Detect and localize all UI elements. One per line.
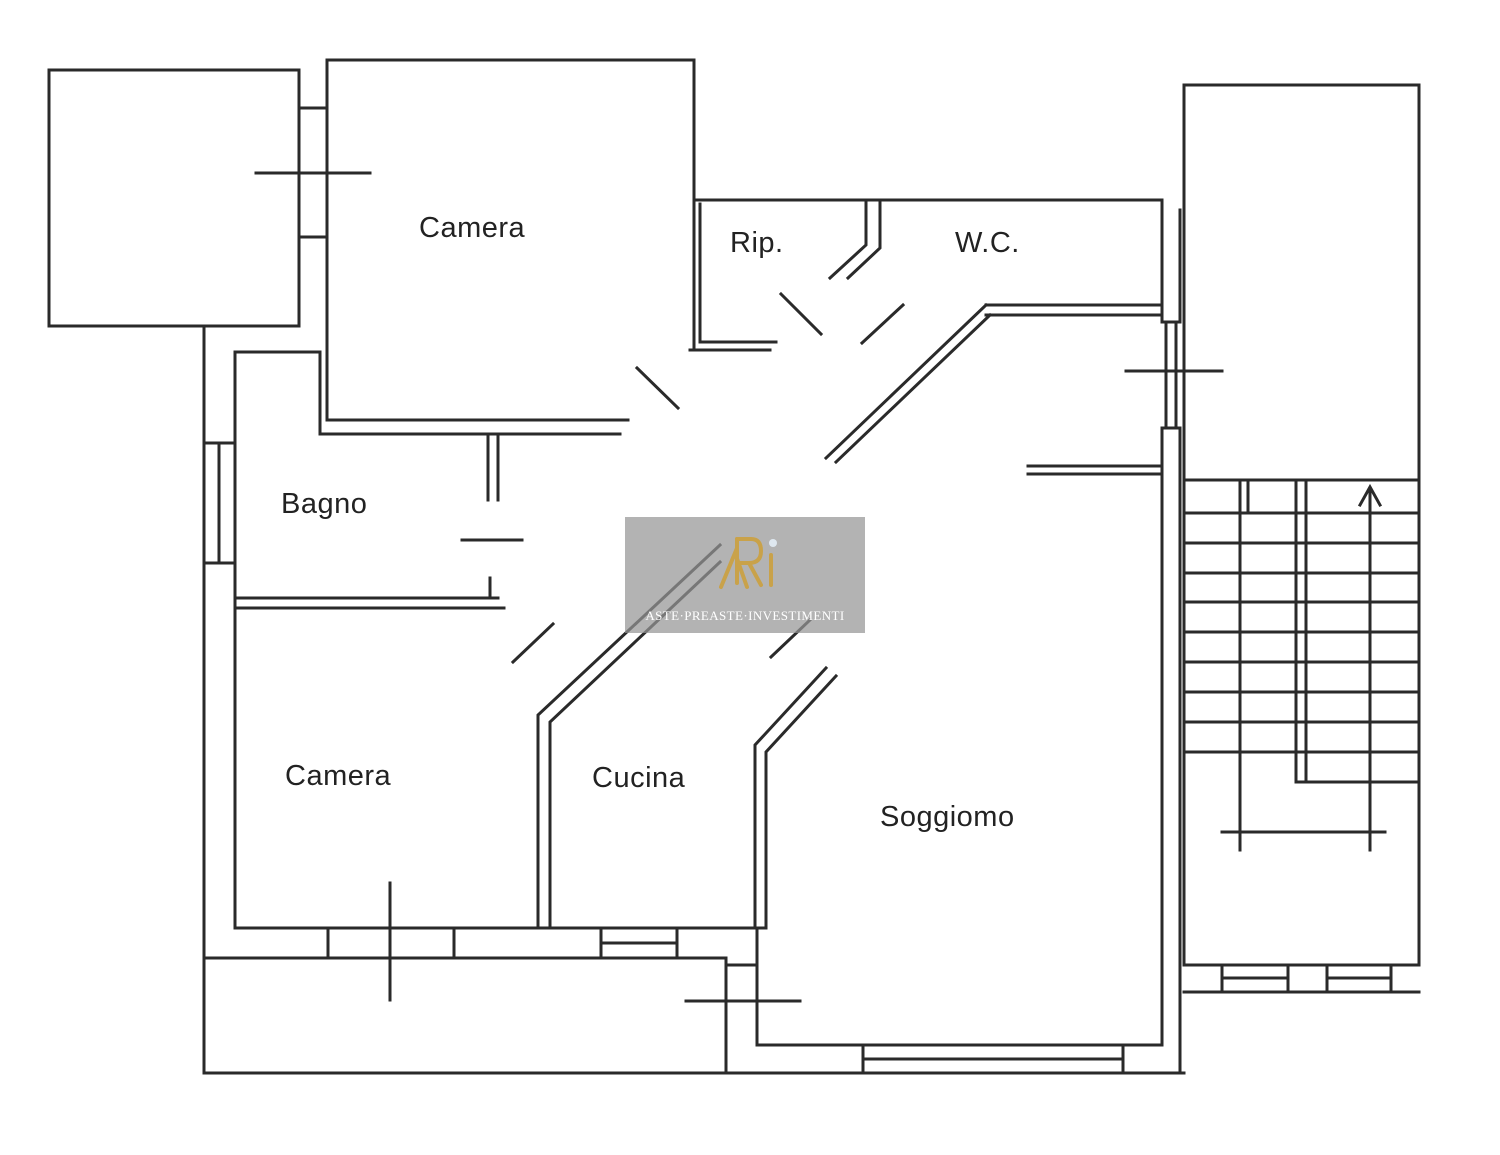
room-label-wc: W.C. — [955, 227, 1020, 259]
wall-camera-top-inner — [318, 350, 622, 436]
wall-soggiorno — [755, 926, 1164, 1047]
room-label-soggiorno: Soggiomo — [880, 801, 1015, 833]
wall-rip — [698, 202, 778, 344]
wall-diagonal — [823, 302, 989, 461]
wall-diagonal — [833, 312, 993, 465]
api-monogram-logo-icon — [719, 537, 777, 589]
room-label-camera-bottom: Camera — [285, 760, 392, 792]
room-label-ripostiglio: Rip. — [730, 227, 784, 259]
balcony-top-left — [47, 68, 301, 328]
door-swing — [859, 302, 906, 346]
room-label-camera-top: Camera — [419, 212, 526, 244]
wall-cucina — [764, 673, 839, 930]
watermark-tagline: ASTE·PREASTE·INVESTIMENTI — [645, 608, 845, 623]
room-label-bagno: Bagno — [281, 488, 368, 520]
watermark: ASTE·PREASTE·INVESTIMENTI — [625, 517, 865, 633]
stair-arrow-head — [1357, 483, 1383, 508]
wall-camera-top — [325, 58, 696, 352]
wall-rip-wc — [827, 198, 868, 281]
wall-camera-top — [325, 58, 630, 422]
stairwell — [1182, 83, 1421, 967]
door-swing — [778, 291, 824, 337]
wall-cucina — [753, 665, 829, 930]
wall-rip-wc — [845, 198, 882, 281]
door-swing — [634, 365, 681, 411]
room-label-cucina: Cucina — [592, 762, 686, 794]
door-swing — [510, 621, 556, 665]
